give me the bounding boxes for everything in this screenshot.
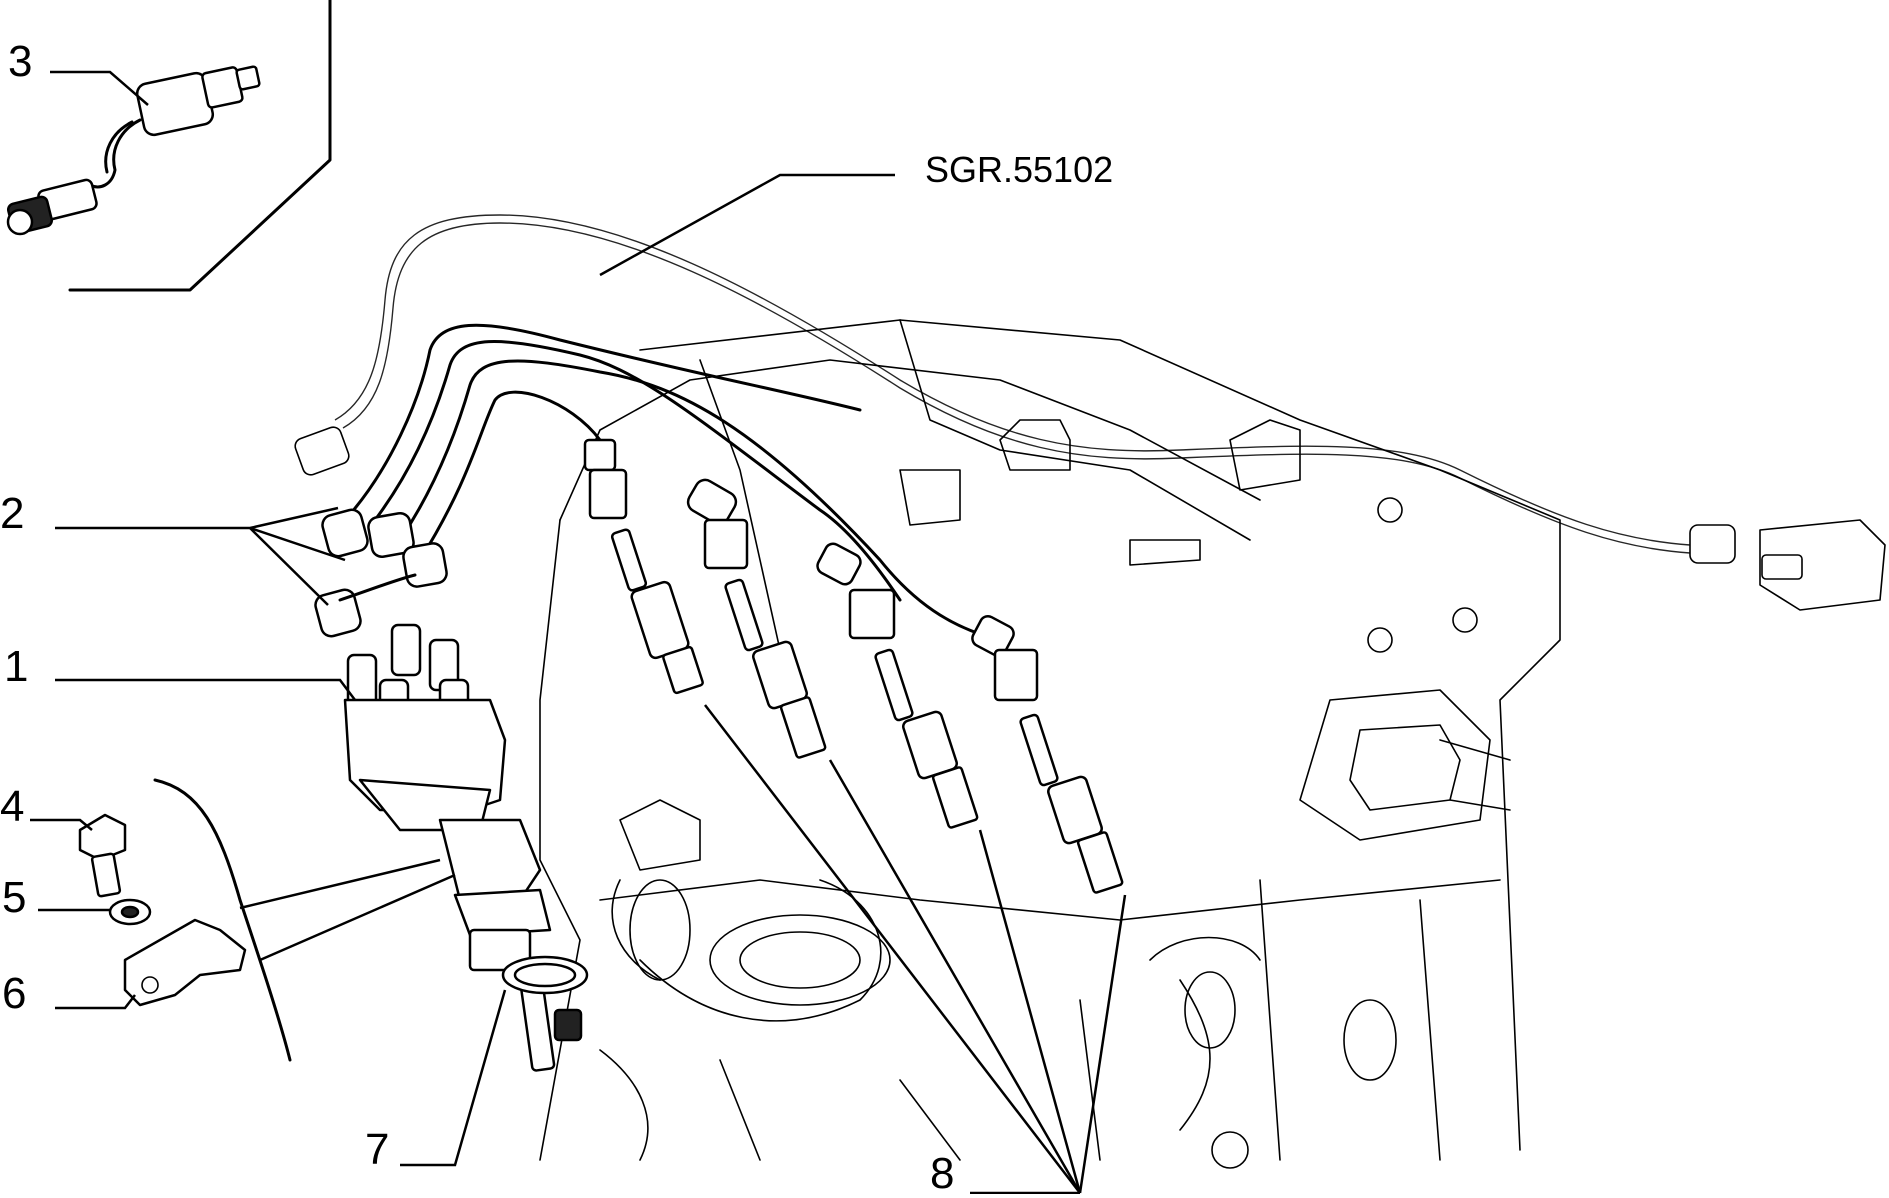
spark-plug-3 (874, 648, 979, 829)
callout-8: 8 (930, 1149, 955, 1198)
engine-block-outline (539, 319, 1561, 1169)
clamp-hardware (78, 778, 292, 1062)
callout-1: 1 (4, 642, 29, 691)
distributor-lead-caps (314, 508, 448, 638)
spark-plugs (610, 528, 1124, 894)
reference-code-label: SGR.55102 (925, 149, 1114, 190)
part-3-sensor-lead (6, 65, 261, 236)
callout-6: 6 (2, 969, 27, 1018)
spark-plug-cap-4 (971, 614, 1039, 702)
callout-3: 3 (8, 37, 33, 86)
spark-plug-1 (610, 528, 704, 695)
spark-plug-cap-1 (583, 438, 628, 520)
leader-lines (30, 70, 1127, 1194)
spark-plug-2 (724, 578, 827, 759)
callout-4: 4 (0, 782, 25, 831)
clamp-plate (123, 918, 247, 1007)
distributor (343, 623, 589, 1072)
callout-7: 7 (365, 1125, 390, 1174)
spark-plug-cap-2 (686, 478, 749, 570)
callout-2: 2 (0, 489, 25, 538)
spark-plug-cap-3 (816, 542, 896, 640)
callout-5: 5 (2, 873, 27, 922)
bolt-head (78, 813, 127, 862)
inset-panel-border (68, 0, 332, 292)
spark-plug-4 (1019, 713, 1124, 894)
ignition-cable-harness (294, 214, 1886, 702)
